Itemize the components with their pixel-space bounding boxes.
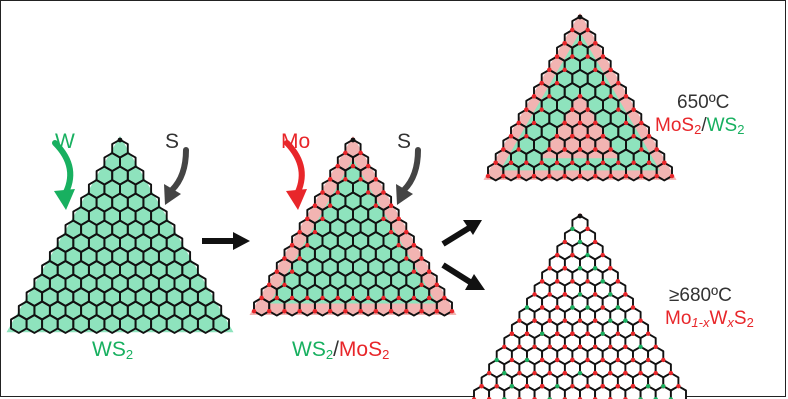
branch-arrow-680 <box>441 262 485 290</box>
mos2-ws2-core-shell-triangle <box>483 13 677 182</box>
branch-arrow-650 <box>441 220 482 247</box>
w-precursor-label: W <box>55 130 75 153</box>
alloy-triangle <box>471 213 687 399</box>
temperature-680-label: ≥680ºC <box>669 285 732 306</box>
s-precursor-label-1: S <box>165 130 180 153</box>
ws2-mos2-caption: WS2/MoS2 <box>292 338 390 362</box>
s-precursor-arrow-1 <box>164 147 189 205</box>
s-precursor-arrow-2 <box>396 147 421 205</box>
s-precursor-label-2: S <box>397 130 412 153</box>
mo-precursor-label: Mo <box>281 130 311 153</box>
w-precursor-arrow <box>52 140 75 210</box>
temperature-650-label: 650ºC <box>677 92 730 113</box>
mos2-ws2-caption: MoS2/WS2 <box>655 115 745 137</box>
mo-precursor-arrow <box>284 140 307 210</box>
process-arrow <box>202 232 250 250</box>
alloy-caption: Mo1-xWxS2 <box>665 308 754 330</box>
ws2-caption: WS2 <box>92 338 134 362</box>
ws2-triangle <box>6 136 234 334</box>
ws2-mos2-triangle <box>249 136 457 317</box>
